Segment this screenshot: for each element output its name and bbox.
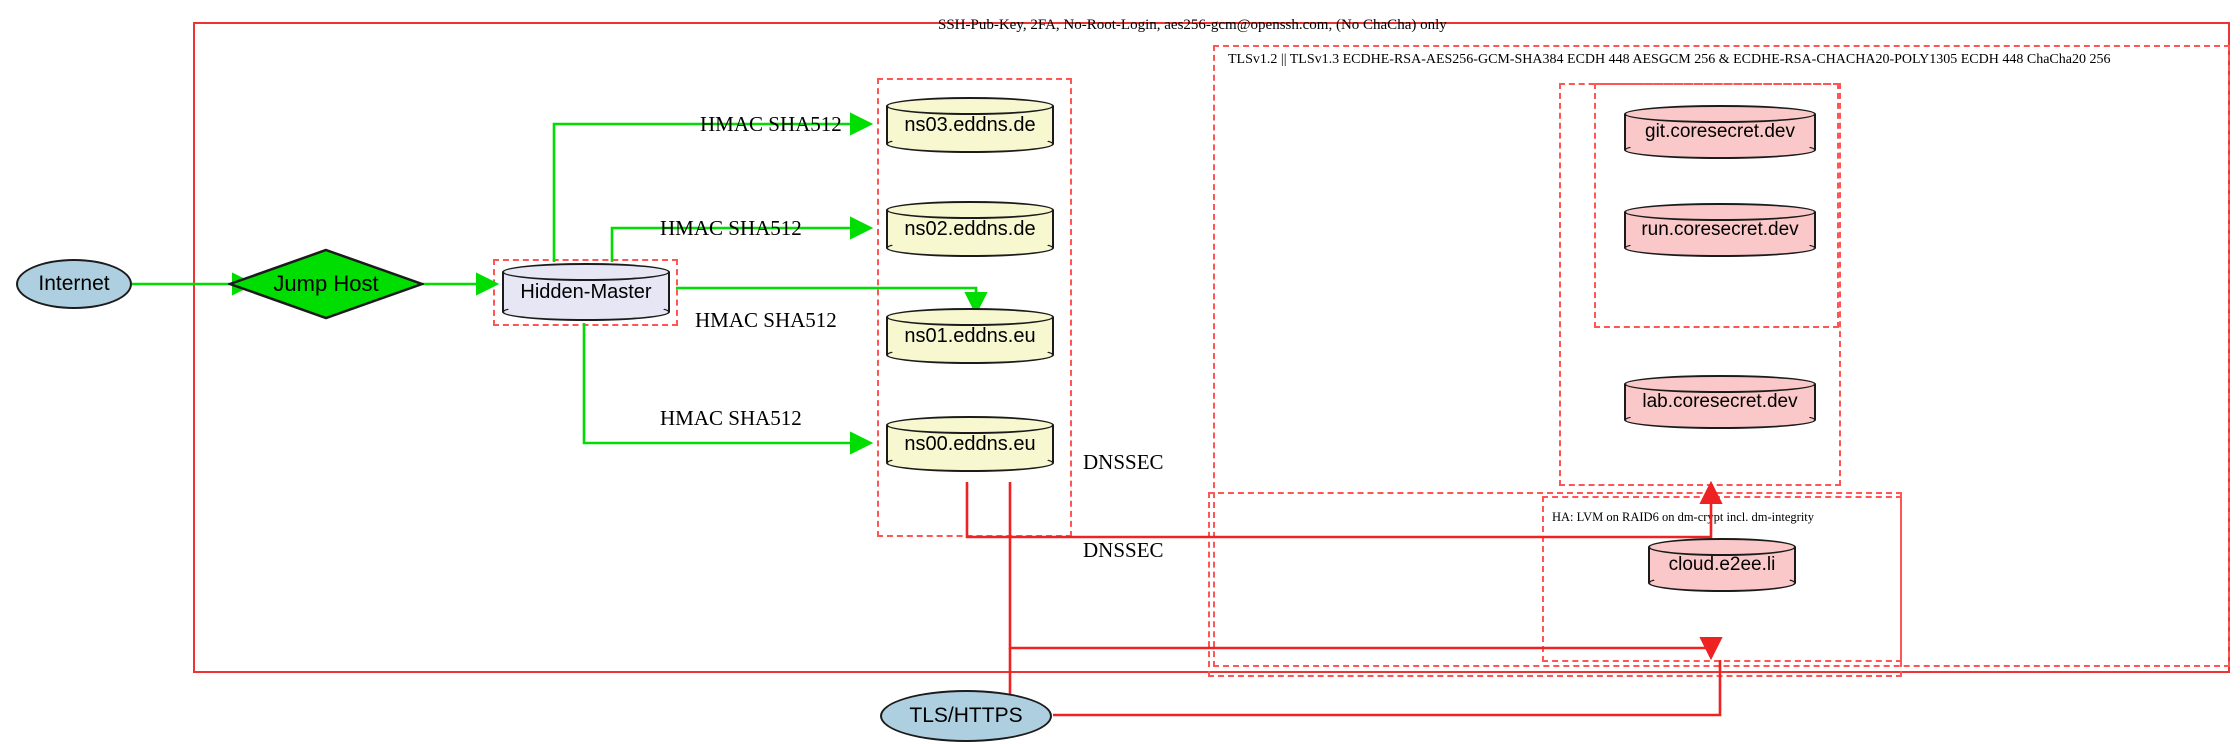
node-ns02-label: ns02.eddns.de (904, 217, 1036, 240)
node-tls-https-label: TLS/HTTPS (909, 704, 1023, 727)
node-tls-https[interactable]: TLS/HTTPS (880, 690, 1052, 742)
cylinder-bottom (1624, 411, 1816, 429)
cylinder-top (886, 308, 1054, 326)
cylinder-top (1648, 538, 1796, 556)
node-ns00-label: ns00.eddns.eu (904, 432, 1036, 455)
diamond-shape (228, 248, 424, 320)
cylinder-bottom (886, 239, 1054, 257)
node-cloud-e2ee-label: cloud.e2ee.li (1668, 554, 1776, 575)
cylinder-bottom (1624, 239, 1816, 257)
node-hidden-master-label: Hidden-Master (520, 280, 652, 303)
node-ns01[interactable]: ns01.eddns.eu (886, 308, 1054, 364)
node-ns02[interactable]: ns02.eddns.de (886, 201, 1054, 257)
cylinder-top (502, 263, 670, 281)
cylinder-top (1624, 105, 1816, 123)
cylinder-bottom (886, 346, 1054, 364)
cylinder-bottom (1648, 574, 1796, 592)
cylinder-bottom (1624, 141, 1816, 159)
node-lab-coresecret[interactable]: lab.coresecret.dev (1624, 375, 1816, 429)
node-ns03-label: ns03.eddns.de (904, 113, 1036, 136)
ssh-boundary-label: SSH-Pub-Key, 2FA, No-Root-Login, aes256-… (938, 17, 1447, 33)
edge-label-hmac-ns01: HMAC SHA512 (695, 308, 837, 332)
node-ns01-label: ns01.eddns.eu (904, 324, 1036, 347)
node-internet-label: Internet (38, 272, 110, 295)
edge-label-hmac-ns00: HMAC SHA512 (660, 406, 802, 430)
cylinder-top (886, 97, 1054, 115)
cylinder-top (1624, 203, 1816, 221)
node-jump-host[interactable]: Jump Host (228, 248, 424, 320)
node-hidden-master[interactable]: Hidden-Master (502, 263, 670, 321)
node-lab-coresecret-label: lab.coresecret.dev (1642, 391, 1798, 412)
edge-label-hmac-ns03: HMAC SHA512 (700, 112, 842, 136)
node-run-coresecret-label: run.coresecret.dev (1641, 219, 1799, 240)
tls-boundary-label: TLSv1.2 || TLSv1.3 ECDHE-RSA-AES256-GCM-… (1228, 52, 2111, 67)
dnssec-lower-zone (1208, 492, 1902, 677)
cylinder-top (1624, 375, 1816, 393)
node-git-coresecret-label: git.coresecret.dev (1645, 121, 1795, 142)
node-internet[interactable]: Internet (16, 259, 132, 309)
node-run-coresecret[interactable]: run.coresecret.dev (1624, 203, 1816, 257)
node-ns03[interactable]: ns03.eddns.de (886, 97, 1054, 153)
edge-label-dnssec-upper: DNSSEC (1083, 450, 1164, 474)
node-git-coresecret[interactable]: git.coresecret.dev (1624, 105, 1816, 159)
cylinder-bottom (502, 303, 670, 321)
cylinder-bottom (886, 454, 1054, 472)
ha-boundary-label: HA: LVM on RAID6 on dm-crypt incl. dm-in… (1552, 510, 1815, 524)
cylinder-top (886, 201, 1054, 219)
node-cloud-e2ee[interactable]: cloud.e2ee.li (1648, 538, 1796, 592)
cylinder-top (886, 416, 1054, 434)
cylinder-bottom (886, 135, 1054, 153)
edge-label-dnssec-lower: DNSSEC (1083, 538, 1164, 562)
node-ns00[interactable]: ns00.eddns.eu (886, 416, 1054, 472)
node-jump-host-label: Jump Host (273, 271, 379, 296)
edge-label-hmac-ns02: HMAC SHA512 (660, 216, 802, 240)
tls-boundary-box (1213, 45, 2230, 667)
